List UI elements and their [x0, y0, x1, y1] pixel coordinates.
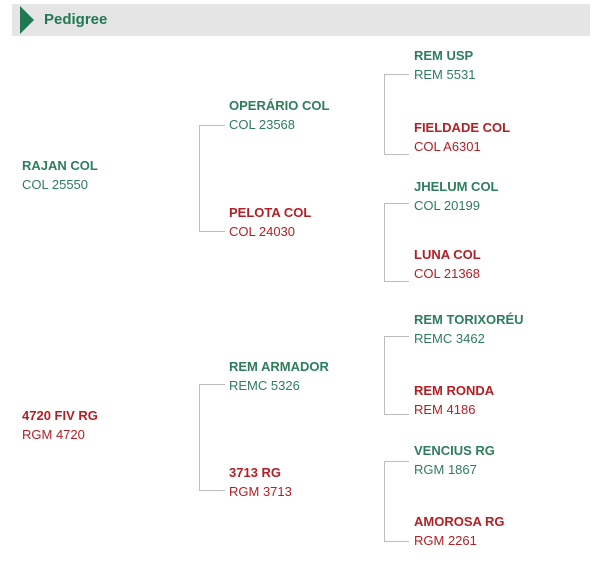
- bracket-torixoreu-top: [384, 336, 409, 337]
- bracket-armador: [199, 384, 200, 490]
- animal-registration: REMC 5326: [229, 378, 300, 393]
- section-title: Pedigree: [44, 11, 108, 28]
- animal-registration: COL 25550: [22, 177, 89, 192]
- bracket-remusp-bottom: [384, 154, 409, 155]
- bracket-armador-bottom: [199, 490, 225, 491]
- animal-name: PELOTA COL: [229, 205, 312, 220]
- animal-card-sire[interactable]: RAJAN COL COL 25550: [22, 158, 98, 193]
- animal-name: 3713 RG: [229, 465, 282, 480]
- bracket-remusp-top: [384, 74, 409, 75]
- animal-card-dss[interactable]: REM TORIXORÉU REMC 3462: [414, 312, 524, 347]
- animal-registration: COL 23568: [229, 117, 296, 132]
- arrow-right-icon: [20, 6, 34, 34]
- animal-card-dam-dam[interactable]: 3713 RG RGM 3713: [229, 465, 292, 500]
- animal-registration: COL A6301: [414, 139, 481, 154]
- bracket-jhelum: [384, 203, 385, 281]
- animal-card-sss[interactable]: REM USP REM 5531: [414, 48, 475, 83]
- animal-name: LUNA COL: [414, 247, 481, 262]
- bracket-armador-top: [199, 384, 225, 385]
- animal-card-dam[interactable]: 4720 FIV RG RGM 4720: [22, 408, 98, 443]
- bracket-jhelum-bottom: [384, 281, 409, 282]
- animal-card-sdd[interactable]: LUNA COL COL 21368: [414, 247, 481, 282]
- animal-name: REM ARMADOR: [229, 359, 329, 374]
- animal-name: OPERÁRIO COL: [229, 98, 330, 113]
- bracket-torixoreu-bottom: [384, 414, 409, 415]
- animal-card-sire-dam[interactable]: PELOTA COL COL 24030: [229, 205, 311, 240]
- animal-registration: REM 4186: [414, 402, 476, 417]
- animal-card-ssd[interactable]: FIELDADE COL COL A6301: [414, 120, 510, 155]
- animal-card-dds[interactable]: VENCIUS RG RGM 1867: [414, 443, 495, 478]
- animal-name: REM RONDA: [414, 383, 495, 398]
- animal-card-ddd[interactable]: AMOROSA RG RGM 2261: [414, 514, 505, 549]
- animal-registration: COL 24030: [229, 224, 296, 239]
- bracket-vencius-bottom: [384, 541, 409, 542]
- animal-name: RAJAN COL: [22, 158, 98, 173]
- animal-card-sire-sire[interactable]: OPERÁRIO COL COL 23568: [229, 98, 329, 133]
- animal-name: FIELDADE COL: [414, 120, 511, 135]
- animal-registration: REM 5531: [414, 67, 476, 82]
- bracket-vencius-top: [384, 461, 409, 462]
- bracket-jhelum-top: [384, 203, 409, 204]
- animal-registration: COL 21368: [414, 266, 481, 281]
- animal-registration: RGM 4720: [22, 427, 85, 442]
- animal-registration: RGM 3713: [229, 484, 292, 499]
- animal-card-sds[interactable]: JHELUM COL COL 20199: [414, 179, 499, 214]
- bracket-operario-top: [199, 125, 225, 126]
- animal-card-dsd[interactable]: REM RONDA REM 4186: [414, 383, 494, 418]
- animal-card-dam-sire[interactable]: REM ARMADOR REMC 5326: [229, 359, 329, 394]
- pedigree-header: Pedigree: [12, 4, 590, 36]
- bracket-torixoreu: [384, 336, 385, 414]
- animal-registration: RGM 1867: [414, 462, 477, 477]
- animal-name: 4720 FIV RG: [22, 408, 98, 423]
- bracket-operario: [199, 125, 200, 231]
- animal-registration: COL 20199: [414, 198, 481, 213]
- animal-name: REM TORIXORÉU: [414, 312, 524, 327]
- bracket-remusp: [384, 74, 385, 154]
- bracket-vencius: [384, 461, 385, 541]
- animal-name: AMOROSA RG: [414, 514, 505, 529]
- animal-registration: RGM 2261: [414, 533, 477, 548]
- animal-name: VENCIUS RG: [414, 443, 495, 458]
- animal-registration: REMC 3462: [414, 331, 485, 346]
- animal-name: JHELUM COL: [414, 179, 499, 194]
- bracket-operario-bottom: [199, 231, 225, 232]
- animal-name: REM USP: [414, 48, 474, 63]
